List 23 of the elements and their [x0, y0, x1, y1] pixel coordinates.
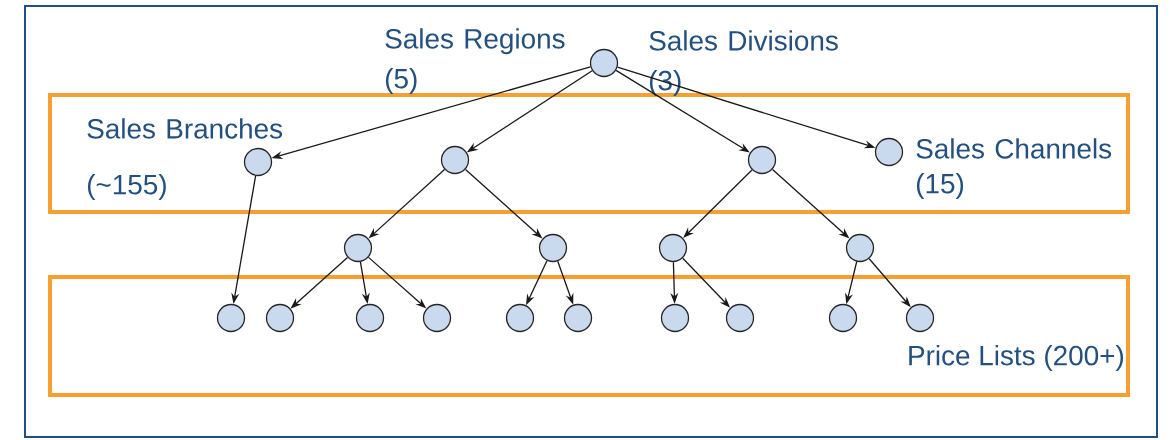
circle-node — [747, 145, 777, 175]
circle-node — [563, 303, 593, 333]
circle-node — [658, 233, 688, 263]
circle-node — [589, 48, 619, 78]
band: Price Lists (200+) — [48, 275, 1130, 397]
node-label: Sales Branches (~155) — [87, 118, 283, 200]
circle-node — [422, 303, 452, 333]
circle-node — [828, 303, 858, 333]
circle-node — [505, 303, 535, 333]
circle-node — [905, 303, 935, 333]
circle-node — [874, 137, 904, 167]
circle-node — [343, 233, 373, 263]
circle-node — [243, 147, 273, 177]
node-label: Sales Channels (15) — [916, 138, 1112, 200]
circle-node — [355, 303, 385, 333]
circle-node — [265, 303, 295, 333]
circle-node — [216, 303, 246, 333]
circle-node — [725, 303, 755, 333]
circle-node — [440, 145, 470, 175]
circle-node — [845, 233, 875, 263]
circle-node — [538, 233, 568, 263]
circle-node — [660, 303, 690, 333]
node-label: Sales Regions (5) — [385, 28, 565, 95]
